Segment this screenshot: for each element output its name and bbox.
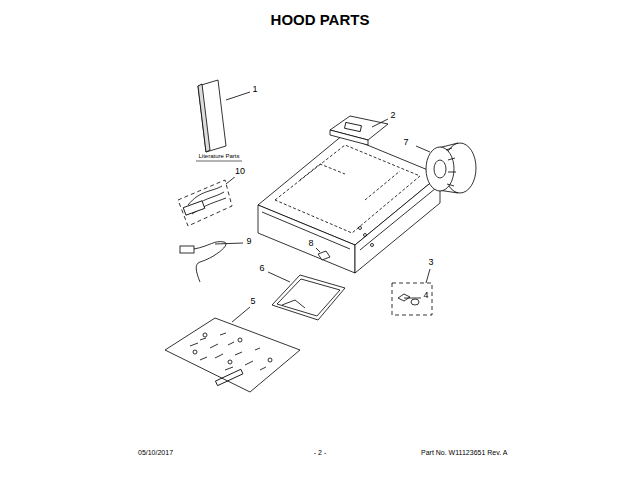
callout-number: 4 [422, 291, 429, 301]
grease-filter [268, 272, 345, 320]
callout-number: 6 [258, 264, 265, 274]
part-number: Part No. W11123651 Rev. A [420, 449, 508, 457]
page-number: - 2 - [313, 449, 327, 457]
callout-number: 5 [249, 297, 256, 307]
power-cord [180, 242, 243, 282]
page-title: HOOD PARTS [271, 12, 370, 29]
vent-part [330, 116, 388, 145]
callout-number: 9 [245, 237, 252, 247]
section-label: Literature Parts [197, 153, 240, 160]
hood-body [258, 135, 440, 273]
small-part [316, 248, 330, 260]
callout-number: 8 [307, 239, 314, 249]
hardware-sheet [165, 307, 300, 392]
callout-number: 2 [389, 111, 396, 121]
kit-parts [392, 269, 432, 315]
callout-number: 3 [427, 258, 434, 268]
callout-number: 10 [234, 167, 246, 177]
callout-number: 7 [402, 138, 409, 148]
wire-harness [178, 176, 236, 226]
literature-booklet [196, 80, 250, 161]
callout-number: 1 [251, 85, 258, 95]
blower-wheel [416, 143, 476, 193]
footer-date: 05/10/2017 [137, 449, 174, 457]
